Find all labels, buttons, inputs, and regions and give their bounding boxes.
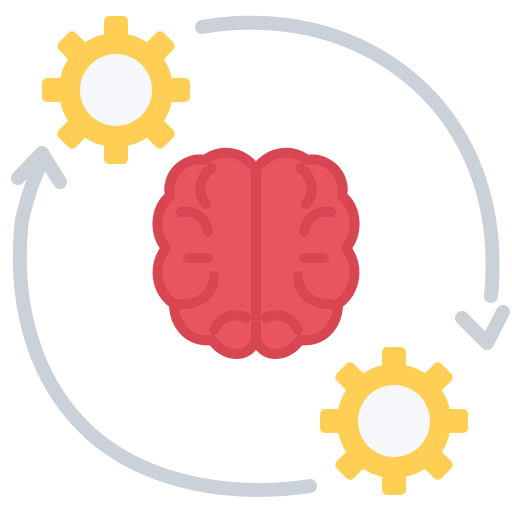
gear-top-left-icon <box>42 16 190 164</box>
arrow-top-right-arc <box>195 15 500 303</box>
gear-bottom-right-center <box>358 385 430 457</box>
cycle-arrows-icon <box>11 15 510 497</box>
gear-bottom-right-icon <box>320 347 468 495</box>
gear-top-left-center <box>80 54 152 126</box>
brain-icon <box>152 147 360 359</box>
arrow-head-bottom-right <box>455 305 510 350</box>
arrow-bottom-left-arc <box>12 155 317 497</box>
arrow-head-top-left <box>11 146 67 189</box>
